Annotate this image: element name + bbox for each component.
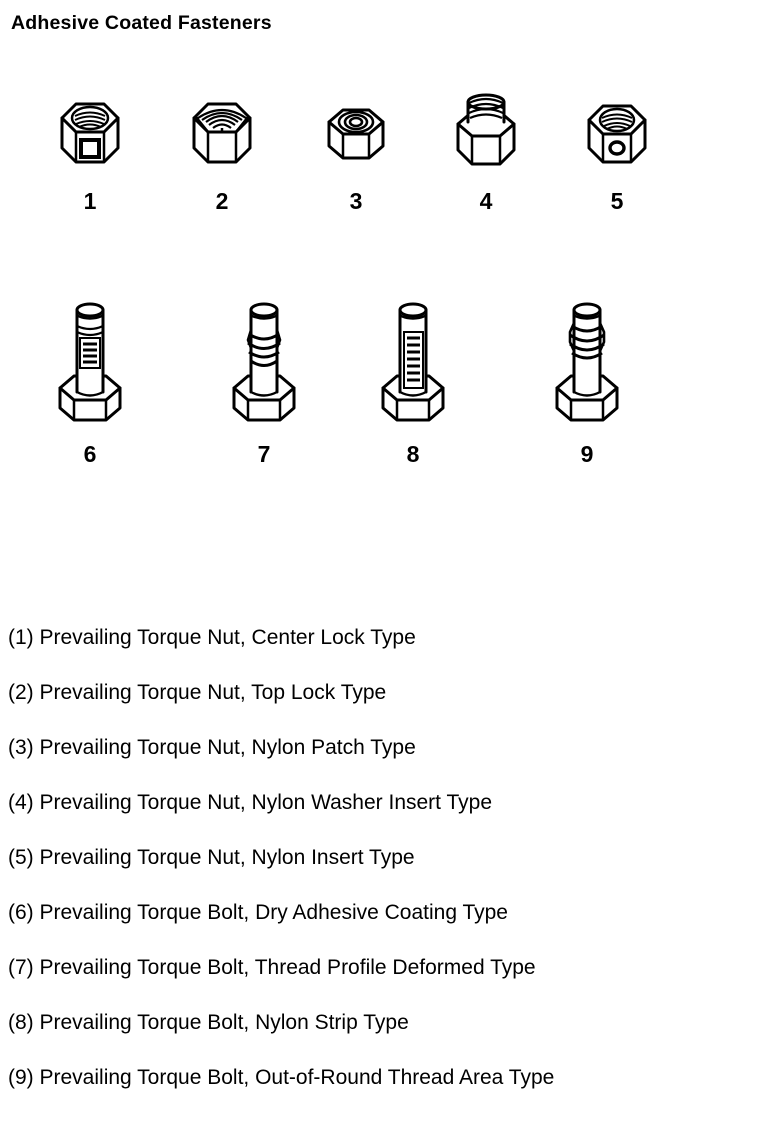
hex-bolt-nylon-strip-icon	[381, 302, 445, 422]
hex-nut-top-lock-icon	[192, 102, 252, 164]
hex-bolt-dry-adhesive-icon	[58, 302, 122, 422]
figure-3: 3	[322, 92, 390, 213]
figure-4: 4	[452, 92, 520, 213]
legend-item-4: (4) Prevailing Torque Nut, Nylon Washer …	[8, 791, 492, 814]
legend-item-9: (9) Prevailing Torque Bolt, Out-of-Round…	[8, 1066, 555, 1089]
figure-1: 1	[56, 92, 124, 213]
hex-nut-center-lock-icon	[60, 102, 120, 164]
legend-item-1: (1) Prevailing Torque Nut, Center Lock T…	[8, 626, 416, 649]
figure-number: 8	[406, 441, 420, 467]
figure-plate: 1	[52, 92, 651, 466]
hex-bolt-thread-deformed-icon	[232, 302, 296, 422]
legend-item-2: (2) Prevailing Torque Nut, Top Lock Type	[8, 681, 387, 704]
figure-number: 7	[257, 441, 271, 467]
figure-number: 2	[215, 188, 229, 214]
figure-number: 1	[83, 188, 97, 214]
legend-item-7: (7) Prevailing Torque Bolt, Thread Profi…	[8, 956, 536, 979]
figure-2: 2	[188, 92, 256, 213]
hex-bolt-out-of-round-icon	[555, 302, 619, 422]
hex-nut-nylon-washer-insert-icon	[456, 93, 516, 166]
figure-9: 9	[549, 296, 625, 466]
legend-item-8: (8) Prevailing Torque Bolt, Nylon Strip …	[8, 1011, 409, 1034]
figure-number: 5	[610, 188, 624, 214]
figure-number: 4	[479, 188, 493, 214]
figure-number: 3	[349, 188, 363, 214]
legend-item-6: (6) Prevailing Torque Bolt, Dry Adhesive…	[8, 901, 508, 924]
figure-8: 8	[375, 296, 451, 466]
figure-7: 7	[226, 296, 302, 466]
legend-item-5: (5) Prevailing Torque Nut, Nylon Insert …	[8, 846, 415, 869]
figure-5: 5	[583, 92, 651, 213]
hex-nut-nylon-insert-icon	[587, 104, 647, 164]
figure-number: 9	[580, 441, 594, 467]
figure-6: 6	[52, 296, 128, 466]
figure-number: 6	[83, 441, 97, 467]
legend-list: (1) Prevailing Torque Nut, Center Lock T…	[8, 627, 764, 1122]
hex-nut-nylon-patch-icon	[327, 108, 385, 160]
legend-item-3: (3) Prevailing Torque Nut, Nylon Patch T…	[8, 736, 416, 759]
page-title: Adhesive Coated Fasteners	[11, 12, 272, 34]
